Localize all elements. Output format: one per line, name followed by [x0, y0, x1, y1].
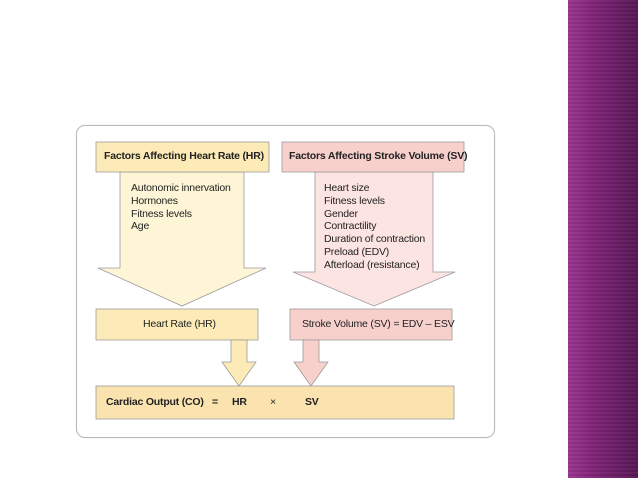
sv-factor-item: Duration of contraction — [324, 233, 426, 246]
cardiac-output-box — [95, 385, 455, 420]
hr-box-label: Heart Rate (HR) — [143, 318, 216, 330]
sv-factor-item: Heart size — [324, 182, 370, 194]
hr-factor-item: Autonomic innervation — [131, 182, 231, 194]
decorative-side-band — [568, 0, 638, 478]
output-hr-label: HR — [232, 396, 247, 408]
sv-factor-item: Preload (EDV) — [324, 245, 390, 258]
cardiac-output-label: Cardiac Output (CO) — [106, 396, 204, 408]
hr-factor-item: Hormones — [131, 194, 178, 207]
sv-box-label: Stroke Volume (SV) = EDV – ESV — [302, 318, 455, 330]
hr-factor-item: Age — [131, 220, 150, 233]
hr-header-label: Factors Affecting Heart Rate (HR) — [104, 150, 264, 162]
sv-factor-item: Contractility — [324, 220, 377, 233]
sv-factors-list: Heart size Fitness levels Gender Contrac… — [324, 182, 425, 272]
equals-sign: = — [212, 396, 218, 408]
hr-box — [95, 308, 259, 341]
sv-header-box — [281, 141, 465, 173]
hr-header-box — [95, 141, 270, 173]
sv-header-label: Factors Affecting Stroke Volume (SV) — [289, 150, 468, 162]
sv-factor-item: Gender — [324, 207, 358, 220]
sv-box — [289, 308, 453, 341]
output-sv-label: SV — [305, 396, 319, 408]
sv-factors-arrow — [292, 171, 456, 307]
sv-down-arrow — [293, 339, 329, 387]
sv-factor-item: Afterload (resistance) — [324, 258, 420, 271]
hr-factors-arrow — [97, 171, 267, 307]
sv-factor-item: Fitness levels — [324, 194, 385, 207]
times-sign: × — [270, 396, 276, 408]
hr-factor-item: Fitness levels — [131, 207, 192, 220]
hr-down-arrow — [221, 339, 257, 387]
hr-factors-list: Autonomic innervation Hormones Fitness l… — [131, 182, 231, 233]
